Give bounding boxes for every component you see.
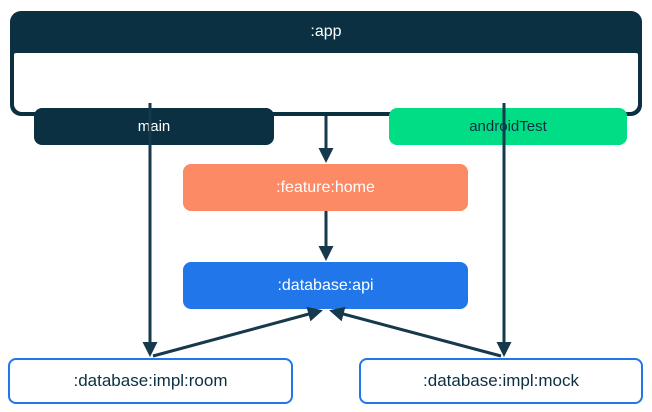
app-container-body: main androidTest [14, 53, 638, 145]
node-source-set-main: main [34, 108, 274, 145]
node-source-set-androidtest: androidTest [389, 108, 627, 145]
node-database-impl-mock: :database:impl:mock [359, 358, 643, 404]
node-database-api: :database:api [183, 262, 468, 309]
node-database-impl-room: :database:impl:room [8, 358, 293, 404]
node-app: :app main androidTest [10, 11, 642, 145]
app-container-label: :app [310, 23, 342, 40]
node-feature-home: :feature:home [183, 164, 468, 211]
edge-room-to-database-api [152, 306, 323, 358]
edge-mock-to-database-api [329, 306, 502, 358]
